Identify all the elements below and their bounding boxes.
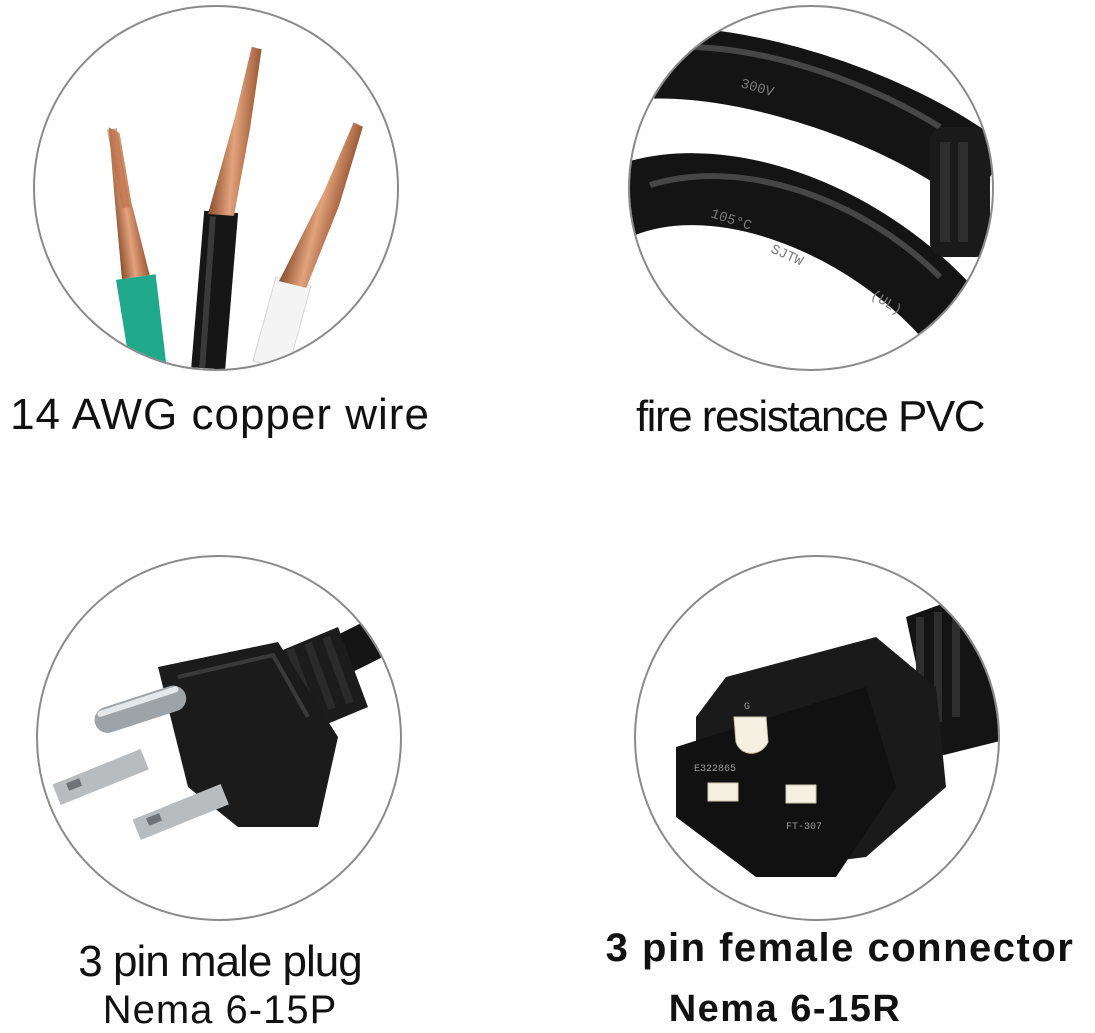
connector-marking-model: FT-307 <box>786 822 822 833</box>
female-connector-caption-model: Nema 6-15R <box>668 988 902 1030</box>
connector-marking-ul-number: E322865 <box>694 764 736 775</box>
connector-marking-ground: G <box>744 702 750 713</box>
female-connector-caption-title: 3 pin female connector <box>605 926 1075 970</box>
pvc-cable-caption: fire resistance PVC <box>635 392 986 441</box>
male-plug-caption-model: Nema 6-15P <box>102 988 338 1032</box>
pvc-cable-circle: 300V SJTW 105°C (UL) <box>628 5 994 371</box>
male-plug-icon <box>52 603 400 840</box>
male-plug-circle <box>36 555 402 921</box>
pvc-cable-jacket-icon: 300V SJTW 105°C (UL) <box>630 26 992 363</box>
copper-wire-caption: 14 AWG copper wire <box>10 390 430 439</box>
female-connector-icon: G E322865 FT-307 <box>676 583 998 877</box>
female-connector-circle: G E322865 FT-307 <box>634 555 1000 921</box>
copper-wire-strands-icon <box>107 46 363 369</box>
copper-wire-circle <box>33 5 399 371</box>
male-plug-caption-title: 3 pin male plug <box>78 937 362 986</box>
